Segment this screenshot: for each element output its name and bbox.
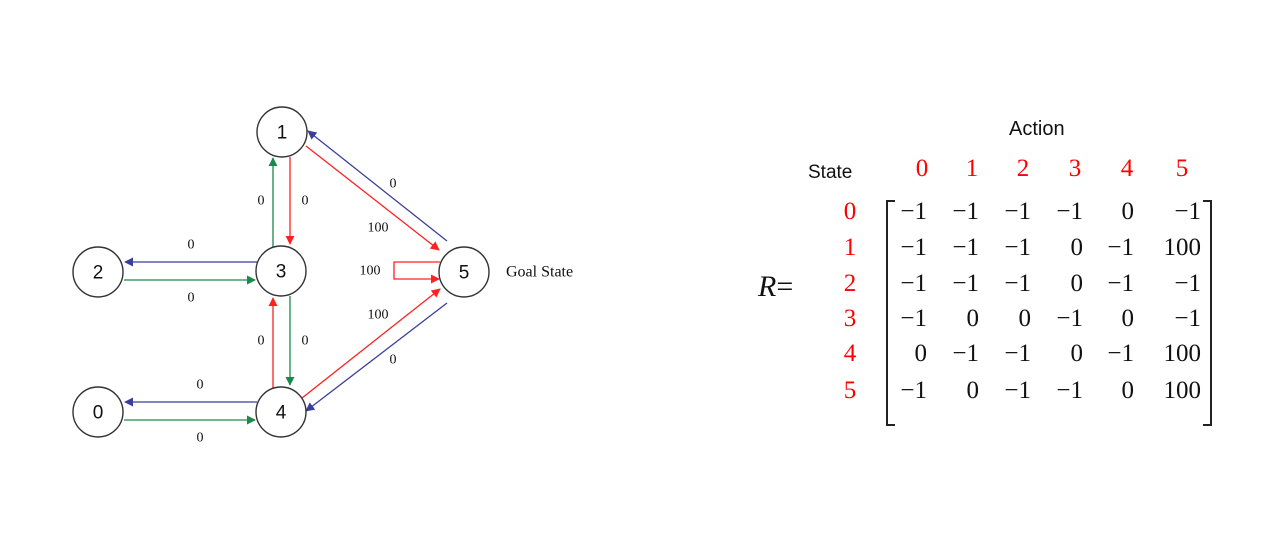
matrix-cell: 100: [1163, 377, 1202, 404]
state-axis-title: State: [808, 162, 853, 183]
matrix-cell: −1: [900, 198, 927, 225]
matrix-cell: 0: [1070, 234, 1084, 261]
matrix-cell: −1: [952, 340, 979, 367]
matrix-cell: −1: [900, 270, 927, 297]
matrix-cell: −1: [1174, 305, 1201, 332]
matrix-cell: 0: [966, 377, 980, 404]
node-0: 0: [72, 386, 124, 438]
matrix-cell: −1: [1004, 340, 1031, 367]
edge-label-3-to-4: 0: [302, 334, 309, 349]
column-header: 5: [1175, 155, 1189, 182]
row-header: 5: [843, 377, 857, 404]
matrix-cell: 0: [1121, 377, 1135, 404]
matrix-cell: 0: [914, 340, 928, 367]
column-header: 0: [915, 155, 929, 182]
right-bracket: [1203, 200, 1212, 426]
node-2: 2: [72, 246, 124, 298]
edge-label-4-to-0: 0: [197, 378, 204, 393]
matrix-cell: −1: [1174, 198, 1201, 225]
matrix-cell: −1: [900, 377, 927, 404]
action-axis-title: Action: [1009, 118, 1065, 140]
matrix-cell: −1: [952, 198, 979, 225]
edge-label-4-to-5: 100: [368, 308, 389, 323]
edge-labels: 0 0 0 0 0 0 0 0 0 100 100 100 0: [188, 177, 397, 446]
edge-label-4-to-3: 0: [258, 334, 265, 349]
edges: [124, 130, 448, 425]
node-label: 4: [276, 403, 287, 424]
matrix-cell: −1: [1004, 377, 1031, 404]
column-header: 3: [1068, 155, 1082, 182]
matrix-cell: −1: [1004, 198, 1031, 225]
edge-label-2-to-3: 0: [188, 291, 195, 306]
matrix-cell: −1: [1056, 198, 1083, 225]
matrix-cell: 0: [1070, 270, 1084, 297]
matrix-cell: 0: [1018, 305, 1032, 332]
matrix-cell: −1: [1107, 234, 1134, 261]
row-header: 2: [843, 270, 857, 297]
node-1: 1: [256, 106, 308, 158]
edge-4-to-5: [301, 288, 441, 399]
matrix-variable: R: [758, 270, 777, 303]
node-label: 1: [277, 123, 288, 144]
node-label: 3: [276, 262, 287, 283]
edge-label-5-to-4: 0: [390, 353, 397, 368]
edge-label-1-to-5: 100: [368, 221, 389, 236]
matrix-cell: 0: [1121, 198, 1135, 225]
edge-5-to-5: [393, 261, 440, 284]
edge-5-to-1: [307, 130, 448, 242]
matrix-cell: −1: [900, 234, 927, 261]
node-3: 3: [255, 245, 307, 297]
goal-state-label: Goal State: [506, 264, 573, 281]
matrix-cell: 0: [1070, 340, 1084, 367]
node-5: 5: [438, 246, 490, 298]
matrix-cell: −1: [1004, 270, 1031, 297]
matrix-cell: 0: [966, 305, 980, 332]
edge-label-3-to-1: 0: [258, 194, 265, 209]
edge-label-3-to-2: 0: [188, 238, 195, 253]
node-label: 2: [93, 263, 104, 284]
node-label: 0: [93, 403, 104, 424]
node-4: 4: [255, 386, 307, 438]
matrix-cell: 100: [1163, 234, 1202, 261]
matrix-cell: 100: [1163, 340, 1202, 367]
edge-1-to-5: [305, 145, 440, 251]
matrix-cell: 0: [1121, 305, 1135, 332]
matrix-cell: −1: [1056, 377, 1083, 404]
matrix-cell: −1: [900, 305, 927, 332]
edge-label-5-to-1: 0: [390, 177, 397, 192]
matrix-cell: −1: [952, 270, 979, 297]
edge-label-1-to-3: 0: [302, 194, 309, 209]
state-graph: 0 0 0 0 0 0 0 0 0 100 100 100 0 0 1 2 3 …: [72, 106, 573, 446]
row-header: 4: [843, 340, 857, 367]
column-header: 4: [1120, 155, 1134, 182]
column-header: 2: [1016, 155, 1030, 182]
left-bracket: [886, 200, 895, 426]
node-label: 5: [459, 263, 470, 284]
equals-sign: =: [776, 270, 794, 303]
edge-label-0-to-4: 0: [197, 431, 204, 446]
matrix-cell: −1: [1107, 270, 1134, 297]
row-header: 3: [843, 305, 857, 332]
matrix-cell: −1: [1174, 270, 1201, 297]
edge-label-5-to-5: 100: [360, 264, 381, 279]
matrix-cell: −1: [952, 234, 979, 261]
matrix-cell: −1: [1056, 305, 1083, 332]
matrix-cell: −1: [1107, 340, 1134, 367]
edge-5-to-4: [305, 302, 448, 412]
row-header: 0: [843, 198, 857, 225]
column-header: 1: [965, 155, 979, 182]
row-header: 1: [843, 234, 857, 261]
matrix-cell: −1: [1004, 234, 1031, 261]
matrix-name: R=: [758, 270, 793, 304]
